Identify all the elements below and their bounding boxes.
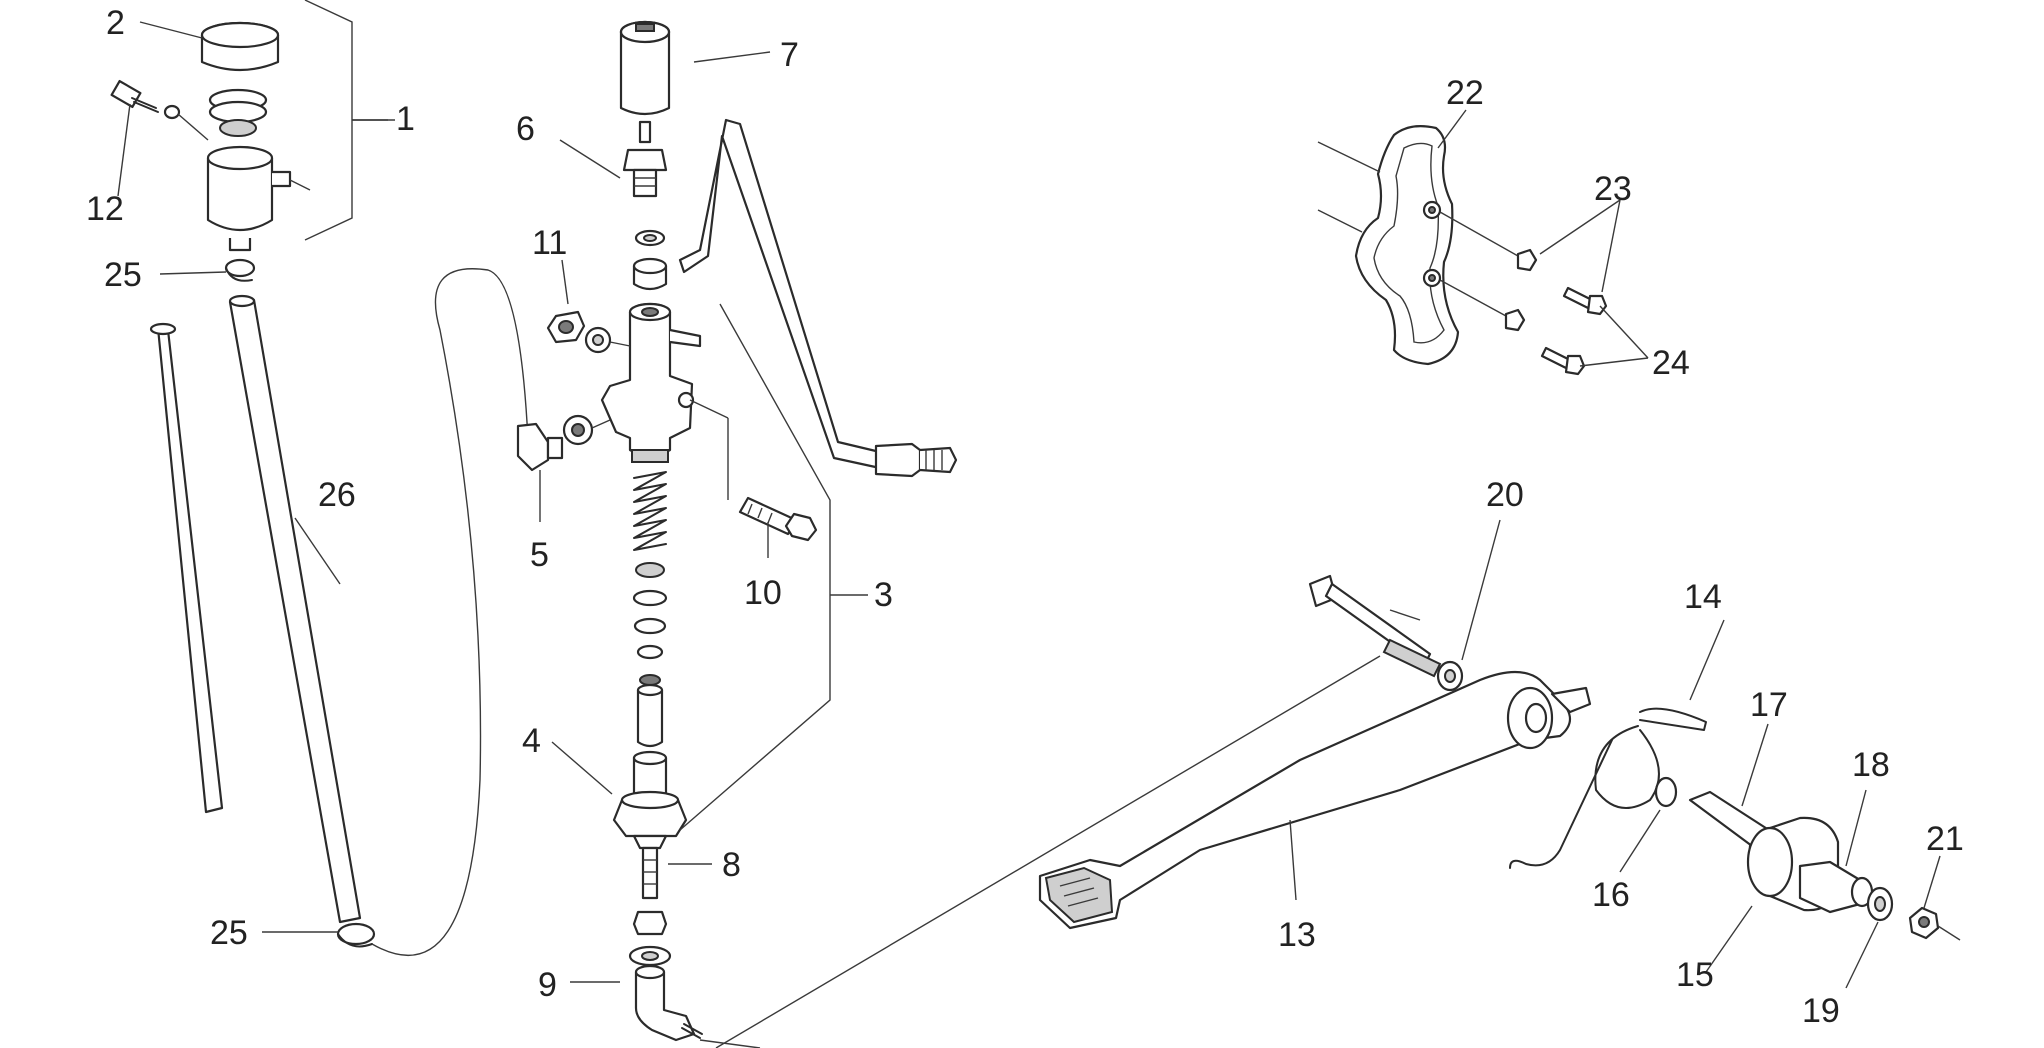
callout-16: 16 bbox=[1592, 876, 1630, 914]
callout-26: 26 bbox=[318, 476, 356, 514]
callout-3: 3 bbox=[874, 576, 893, 614]
plate-bolts bbox=[1540, 286, 1608, 376]
banjo-fitting bbox=[516, 414, 611, 472]
reservoir-assembly bbox=[110, 0, 388, 282]
callout-6: 6 bbox=[516, 110, 535, 148]
callout-9: 9 bbox=[538, 966, 557, 1004]
callout-17: 17 bbox=[1750, 686, 1788, 724]
plate-screws bbox=[1439, 211, 1538, 332]
pivot-nut bbox=[546, 310, 631, 354]
pedal-spring bbox=[1509, 707, 1707, 869]
callout-7: 7 bbox=[780, 36, 799, 74]
callout-13: 13 bbox=[1278, 916, 1316, 954]
callout-19: 19 bbox=[1802, 992, 1840, 1030]
reservoir-body bbox=[206, 145, 311, 252]
hose-left bbox=[149, 322, 224, 814]
callout-15: 15 bbox=[1676, 956, 1714, 994]
brake-pedal-arm bbox=[1038, 670, 1592, 930]
callout-22: 22 bbox=[1446, 74, 1484, 112]
pivot-bolt bbox=[1308, 574, 1442, 678]
dust-boot bbox=[612, 750, 688, 850]
callout-20: 20 bbox=[1486, 476, 1524, 514]
callout-labels: 2 1 12 25 26 25 7 6 11 5 10 3 4 8 9 13 2… bbox=[86, 4, 1964, 1030]
callout-10: 10 bbox=[744, 574, 782, 612]
reservoir-cap bbox=[200, 21, 280, 72]
pedal-assembly bbox=[699, 574, 1961, 1048]
pedal-sleeve bbox=[1798, 860, 1874, 914]
switch-cover bbox=[619, 20, 671, 116]
brake-pipe bbox=[678, 118, 958, 478]
piston bbox=[636, 674, 664, 748]
callout-14: 14 bbox=[1684, 578, 1722, 616]
hose-clamp-top bbox=[224, 258, 256, 282]
leader-lines bbox=[117, 21, 1941, 989]
callout-25-bottom: 25 bbox=[210, 914, 248, 952]
callout-18: 18 bbox=[1852, 746, 1890, 784]
clevis bbox=[634, 964, 703, 1042]
reservoir-seal bbox=[208, 88, 268, 137]
callout-1: 1 bbox=[396, 100, 415, 138]
callout-11: 11 bbox=[532, 224, 567, 262]
callout-2: 2 bbox=[106, 4, 125, 42]
pedal-nut bbox=[1908, 906, 1961, 941]
stop-switch bbox=[622, 120, 668, 198]
connection-line bbox=[371, 268, 529, 956]
hose-clamp-bottom bbox=[336, 922, 376, 948]
master-cylinder-assembly bbox=[516, 20, 958, 1042]
hose-26 bbox=[228, 294, 362, 924]
callout-8: 8 bbox=[722, 846, 741, 884]
cylinder-body bbox=[600, 302, 702, 463]
callout-12: 12 bbox=[86, 190, 124, 228]
callout-5: 5 bbox=[530, 536, 549, 574]
callout-4: 4 bbox=[522, 722, 541, 760]
reservoir-screw bbox=[110, 79, 209, 141]
mounting-bolt bbox=[689, 399, 818, 542]
push-rod bbox=[641, 846, 659, 900]
callout-21: 21 bbox=[1926, 820, 1964, 858]
callout-23: 23 bbox=[1594, 170, 1632, 208]
callout-25-top: 25 bbox=[104, 256, 142, 294]
heel-guard-plate bbox=[1317, 125, 1460, 366]
callout-24: 24 bbox=[1652, 344, 1690, 382]
return-spring bbox=[633, 471, 667, 551]
